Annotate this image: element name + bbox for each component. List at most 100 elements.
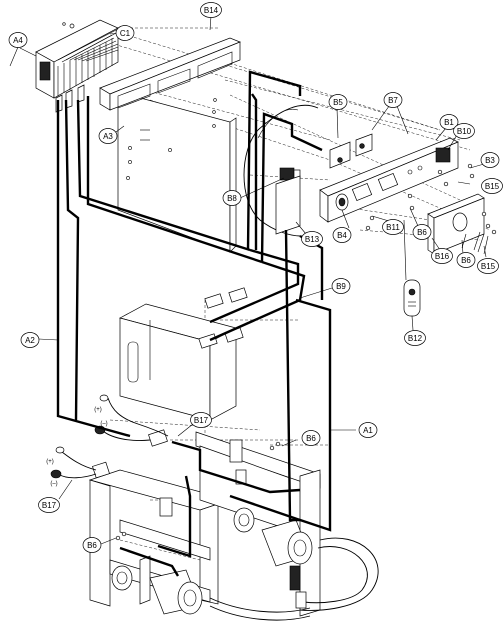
remote-fob <box>403 219 421 317</box>
screw-icon <box>443 181 449 187</box>
polarity-labels: (+) (–) (+) (–) <box>46 407 107 487</box>
callout-bubble <box>8 32 28 48</box>
callout-bubble <box>477 258 499 274</box>
positive-sign: (+) <box>46 459 54 465</box>
negative-sign: (–) <box>100 421 107 427</box>
callout-label: B8 <box>227 194 237 203</box>
callout-label: A4 <box>13 36 23 45</box>
callout-b4: B4 <box>332 227 352 243</box>
callout-label: B15 <box>481 262 496 271</box>
callout-bubble <box>38 497 60 513</box>
callout-label: C1 <box>120 29 131 38</box>
callout-bubble <box>358 422 378 438</box>
callout-b7: B7 <box>383 92 403 108</box>
callout-label: A3 <box>103 132 113 141</box>
callout-bubble <box>98 128 118 144</box>
callout-bubble <box>115 25 135 41</box>
callout-bubble <box>383 92 403 108</box>
screw-icon <box>469 173 475 179</box>
callout-label: B17 <box>194 416 209 425</box>
callout-label: B9 <box>336 282 346 291</box>
base-frame <box>88 431 379 621</box>
mounting-bracket <box>99 37 241 111</box>
callout-bubble <box>332 227 352 243</box>
callout-bubble <box>301 231 323 247</box>
screw-icon <box>69 23 75 29</box>
callout-a4: A4 <box>8 32 28 48</box>
side-plate <box>427 193 497 255</box>
callout-b13: B13 <box>301 231 323 247</box>
callout-b17a: B17 <box>190 412 212 428</box>
callout-label: B17 <box>42 501 57 510</box>
callout-b1: B1 <box>439 114 459 130</box>
callout-bubble <box>456 252 476 268</box>
callout-label: A2 <box>25 336 35 345</box>
leader-lines <box>9 15 487 545</box>
callout-bubble <box>82 537 102 553</box>
callout-bubble <box>200 2 222 18</box>
callout-bubble <box>439 114 459 130</box>
back-plate <box>117 91 237 253</box>
callout-label: B1 <box>444 118 454 127</box>
callout-label: B3 <box>485 156 495 165</box>
callout-bubble <box>412 224 432 240</box>
screw-icon <box>485 223 491 229</box>
callout-c1: C1 <box>115 25 135 41</box>
callout-b15a: B15 <box>481 178 503 194</box>
callout-label: B6 <box>417 228 427 237</box>
callout-b9: B9 <box>331 278 351 294</box>
screw-icon <box>365 225 371 231</box>
callout-b5: B5 <box>328 94 348 110</box>
callout-bubble <box>20 332 40 348</box>
motor-right <box>261 519 313 567</box>
callout-label: B10 <box>457 127 472 136</box>
callout-label: B6 <box>461 256 471 265</box>
callout-b16: B16 <box>431 248 453 264</box>
negative-sign: (–) <box>50 481 57 487</box>
callout-bubble <box>222 190 242 206</box>
callout-b6d: B6 <box>82 537 102 553</box>
screw-icon <box>407 193 413 199</box>
positive-sign: (+) <box>94 407 102 413</box>
callout-label: B12 <box>408 334 423 343</box>
bolt-icon <box>275 441 281 447</box>
callout-b6b: B6 <box>456 252 476 268</box>
callout-bubble <box>404 330 426 346</box>
control-panel <box>319 133 475 231</box>
callout-label: B7 <box>388 96 398 105</box>
battery-box <box>119 303 237 421</box>
callout-b10: B10 <box>453 123 475 139</box>
callout-b15b: B15 <box>477 258 499 274</box>
screw-icon <box>481 211 487 217</box>
callout-label: B4 <box>337 231 347 240</box>
callout-label: B14 <box>204 6 219 15</box>
callout-b3: B3 <box>480 152 500 168</box>
callout-label: B6 <box>87 541 97 550</box>
bolt-icon <box>121 531 127 537</box>
battery-leads <box>50 394 169 479</box>
callout-b8: B8 <box>222 190 242 206</box>
callout-a1: A1 <box>358 422 378 438</box>
callout-bubble <box>480 152 500 168</box>
callout-bubble <box>190 412 212 428</box>
callout-bubble <box>301 430 321 446</box>
connector-b8 <box>279 167 301 181</box>
callout-b12: B12 <box>404 330 426 346</box>
callout-label: B13 <box>305 235 320 244</box>
bolt-icon <box>269 445 275 451</box>
callout-label: B11 <box>386 223 400 232</box>
callout-bubble <box>453 123 475 139</box>
motor-left <box>149 569 203 615</box>
screw-icon <box>491 229 497 235</box>
callout-b6c: B6 <box>301 430 321 446</box>
callout-b14: B14 <box>200 2 222 18</box>
screw-icon <box>467 163 473 169</box>
callout-b11: B11 <box>382 219 404 235</box>
callout-a2: A2 <box>20 332 40 348</box>
screw-icon <box>369 215 375 221</box>
callout-label: A1 <box>363 426 373 435</box>
callout-bubble <box>431 248 453 264</box>
